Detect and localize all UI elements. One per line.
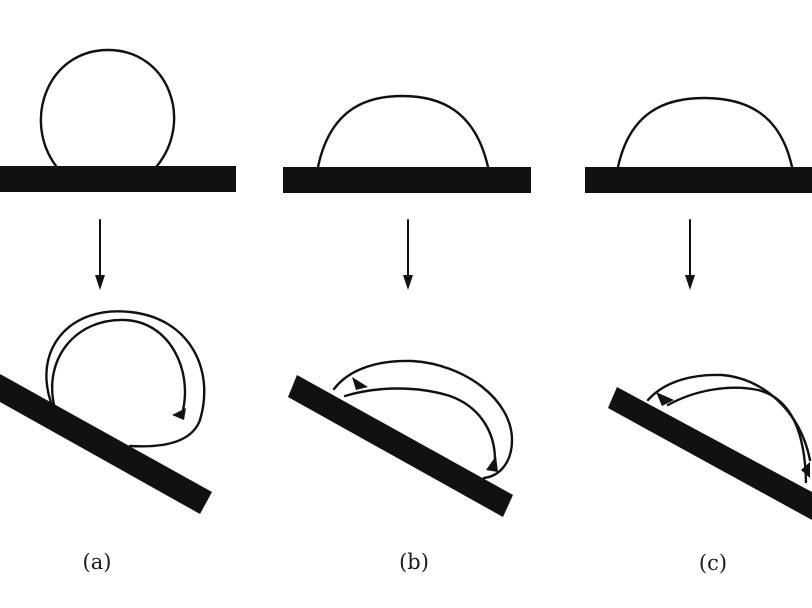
panel-c-flat-droplet [616, 96, 794, 169]
panel-c-tilted-substrate [608, 387, 812, 520]
panel-a-flat-substrate [0, 166, 236, 192]
panel-a-flat-state [0, 48, 236, 192]
panel-a-flat-droplet [39, 48, 176, 168]
panel-c: (c) [585, 96, 812, 575]
panel-b-tilted-droplet-outer [332, 359, 514, 480]
panel-b-flat-state [283, 94, 531, 193]
panel-a-tilted-droplet-inner [50, 318, 187, 412]
panel-b-flat-substrate [283, 167, 531, 193]
panel-c-arrow [685, 219, 695, 290]
panel-b-flat-droplet [316, 94, 490, 169]
panel-c-contact-angle-mark-right [801, 462, 810, 478]
panel-a-tilted-state [0, 310, 212, 514]
panel-c-flat-state [585, 96, 812, 193]
panel-a-contact-angle-mark [172, 408, 186, 420]
panel-b-tilted-state [288, 359, 514, 517]
panel-b-tilted-droplet-inner [343, 387, 497, 462]
panel-c-tilted-droplet-inner [666, 386, 808, 484]
panel-b-tilted-substrate [288, 375, 513, 517]
panel-b-label: (b) [399, 550, 429, 574]
panel-c-label: (c) [699, 551, 727, 575]
panel-b-arrow [403, 219, 413, 290]
panel-b-contact-angle-mark-right [486, 456, 498, 472]
panel-c-contact-angle-mark-left [656, 392, 674, 406]
panel-a-label: (a) [83, 550, 112, 574]
panel-b: (b) [283, 94, 531, 574]
panel-a: (a) [0, 48, 236, 574]
panel-a-arrow [95, 219, 105, 290]
panel-b-contact-angle-mark-left [352, 377, 368, 390]
panel-c-tilted-state [608, 373, 812, 520]
panel-a-tilted-droplet-outer [45, 310, 206, 448]
panel-a-tilted-substrate [0, 374, 212, 514]
panel-c-flat-substrate [585, 167, 812, 193]
